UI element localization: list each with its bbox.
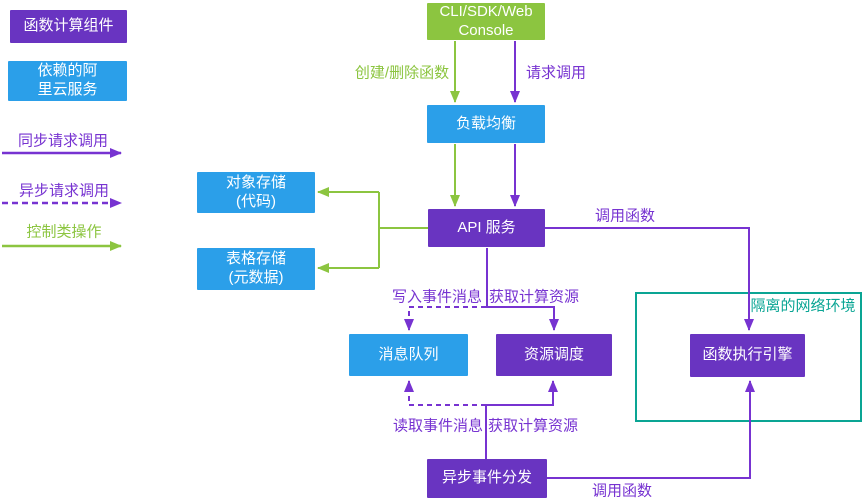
edge-label-write-event: 写入事件消息 bbox=[391, 288, 483, 306]
edge-label-invoke-function-bottom: 调用函数 bbox=[591, 482, 653, 500]
legend-async-label: 异步请求调用 bbox=[18, 182, 110, 200]
edge-api-to-scheduler bbox=[486, 248, 559, 331]
edge-label-create-delete: 创建/删除函数 bbox=[354, 64, 450, 82]
edge-api-storage-trunk bbox=[378, 192, 428, 268]
legend-aliyun-service-box: 依赖的阿 里云服务 bbox=[8, 61, 127, 101]
node-object-storage: 对象存储 (代码) bbox=[197, 172, 315, 213]
node-async-dispatcher: 异步事件分发 bbox=[427, 459, 547, 498]
edge-label-read-event: 读取事件消息 bbox=[392, 417, 484, 435]
node-cli-sdk-web-console: CLI/SDK/Web Console bbox=[427, 3, 545, 40]
edge-api-to-engine bbox=[545, 227, 754, 331]
edge-label-get-resources-top: 获取计算资源 bbox=[488, 288, 580, 306]
node-table-storage: 表格存储 (元数据) bbox=[197, 248, 315, 290]
node-function-engine: 函数执行引擎 bbox=[690, 334, 805, 377]
node-load-balancer: 负载均衡 bbox=[427, 105, 545, 143]
edge-api-to-queue-async bbox=[404, 306, 486, 331]
node-resource-scheduler: 资源调度 bbox=[496, 334, 612, 376]
legend-function-compute-box: 函数计算组件 bbox=[10, 10, 127, 43]
node-message-queue: 消息队列 bbox=[349, 334, 468, 376]
edge-dispatcher-to-scheduler bbox=[485, 380, 558, 459]
edge-queue-to-dispatcher-async bbox=[404, 380, 486, 406]
legend-sync-label: 同步请求调用 bbox=[17, 132, 109, 150]
edge-label-get-resources-bottom: 获取计算资源 bbox=[487, 417, 579, 435]
node-api-service: API 服务 bbox=[428, 209, 545, 247]
legend-control-label: 控制类操作 bbox=[26, 223, 102, 241]
edge-dispatcher-to-engine bbox=[547, 380, 755, 479]
edge-label-invoke-function-top: 调用函数 bbox=[594, 207, 656, 225]
isolated-network-label: 隔离的网络环境 bbox=[750, 297, 856, 315]
edge-label-request-invoke: 请求调用 bbox=[525, 64, 587, 82]
